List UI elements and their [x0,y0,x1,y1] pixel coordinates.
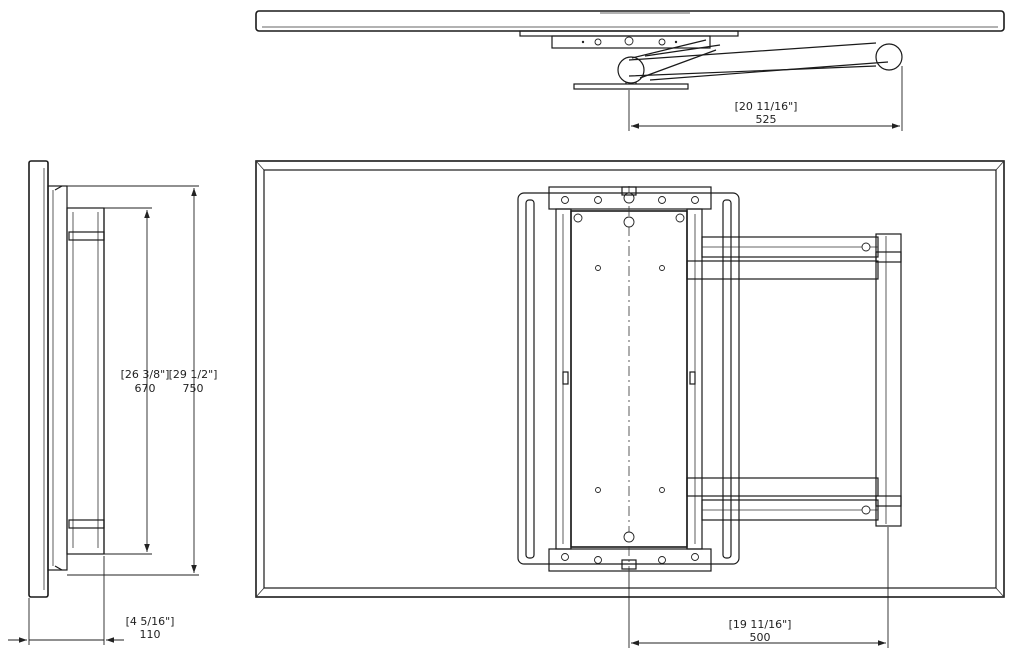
dim-depth-imperial: [4 5/16"] [126,615,175,628]
dim-front-arm-imperial: [19 11/16"] [729,618,792,631]
wall-base-plate [573,83,689,90]
dim-front-arm-metric: 500 [750,631,771,644]
top-view: [20 11/16"] 525 [255,10,1005,131]
dim-plate-height-metric: 670 [135,382,156,395]
tv-panel-top [255,10,1005,32]
dim-depth-metric: 110 [140,628,161,641]
dim-plate-height-imperial: [26 3/8"] [121,368,170,381]
tv-panel-side [28,160,49,598]
arm-top-link [686,260,879,280]
dim-top-arm-metric: 525 [756,113,777,126]
arm-vertical-post [875,233,902,527]
tv-panel-front [255,160,1005,598]
dim-bracket-height-metric: 750 [183,382,204,395]
arm-bottom-link [686,477,879,497]
wall-pivot-joint [617,56,645,84]
tv-pivot-joint [875,43,903,71]
front-view: [19 11/16"] 500 [255,160,1005,648]
side-wall-bracket [66,207,105,555]
bottom-bracket-front [548,548,712,572]
side-view: [26 3/8"] 670 [29 1/2"] 750 [4 5/16"] 11… [8,160,218,645]
dim-top-arm-imperial: [20 11/16"] [735,100,798,113]
side-mount-plate [47,185,68,571]
top-arm-outer [628,42,877,77]
dim-bracket-height-imperial: [29 1/2"] [169,368,218,381]
top-mount-plate [551,35,711,49]
tv-mount-frame [517,192,740,565]
